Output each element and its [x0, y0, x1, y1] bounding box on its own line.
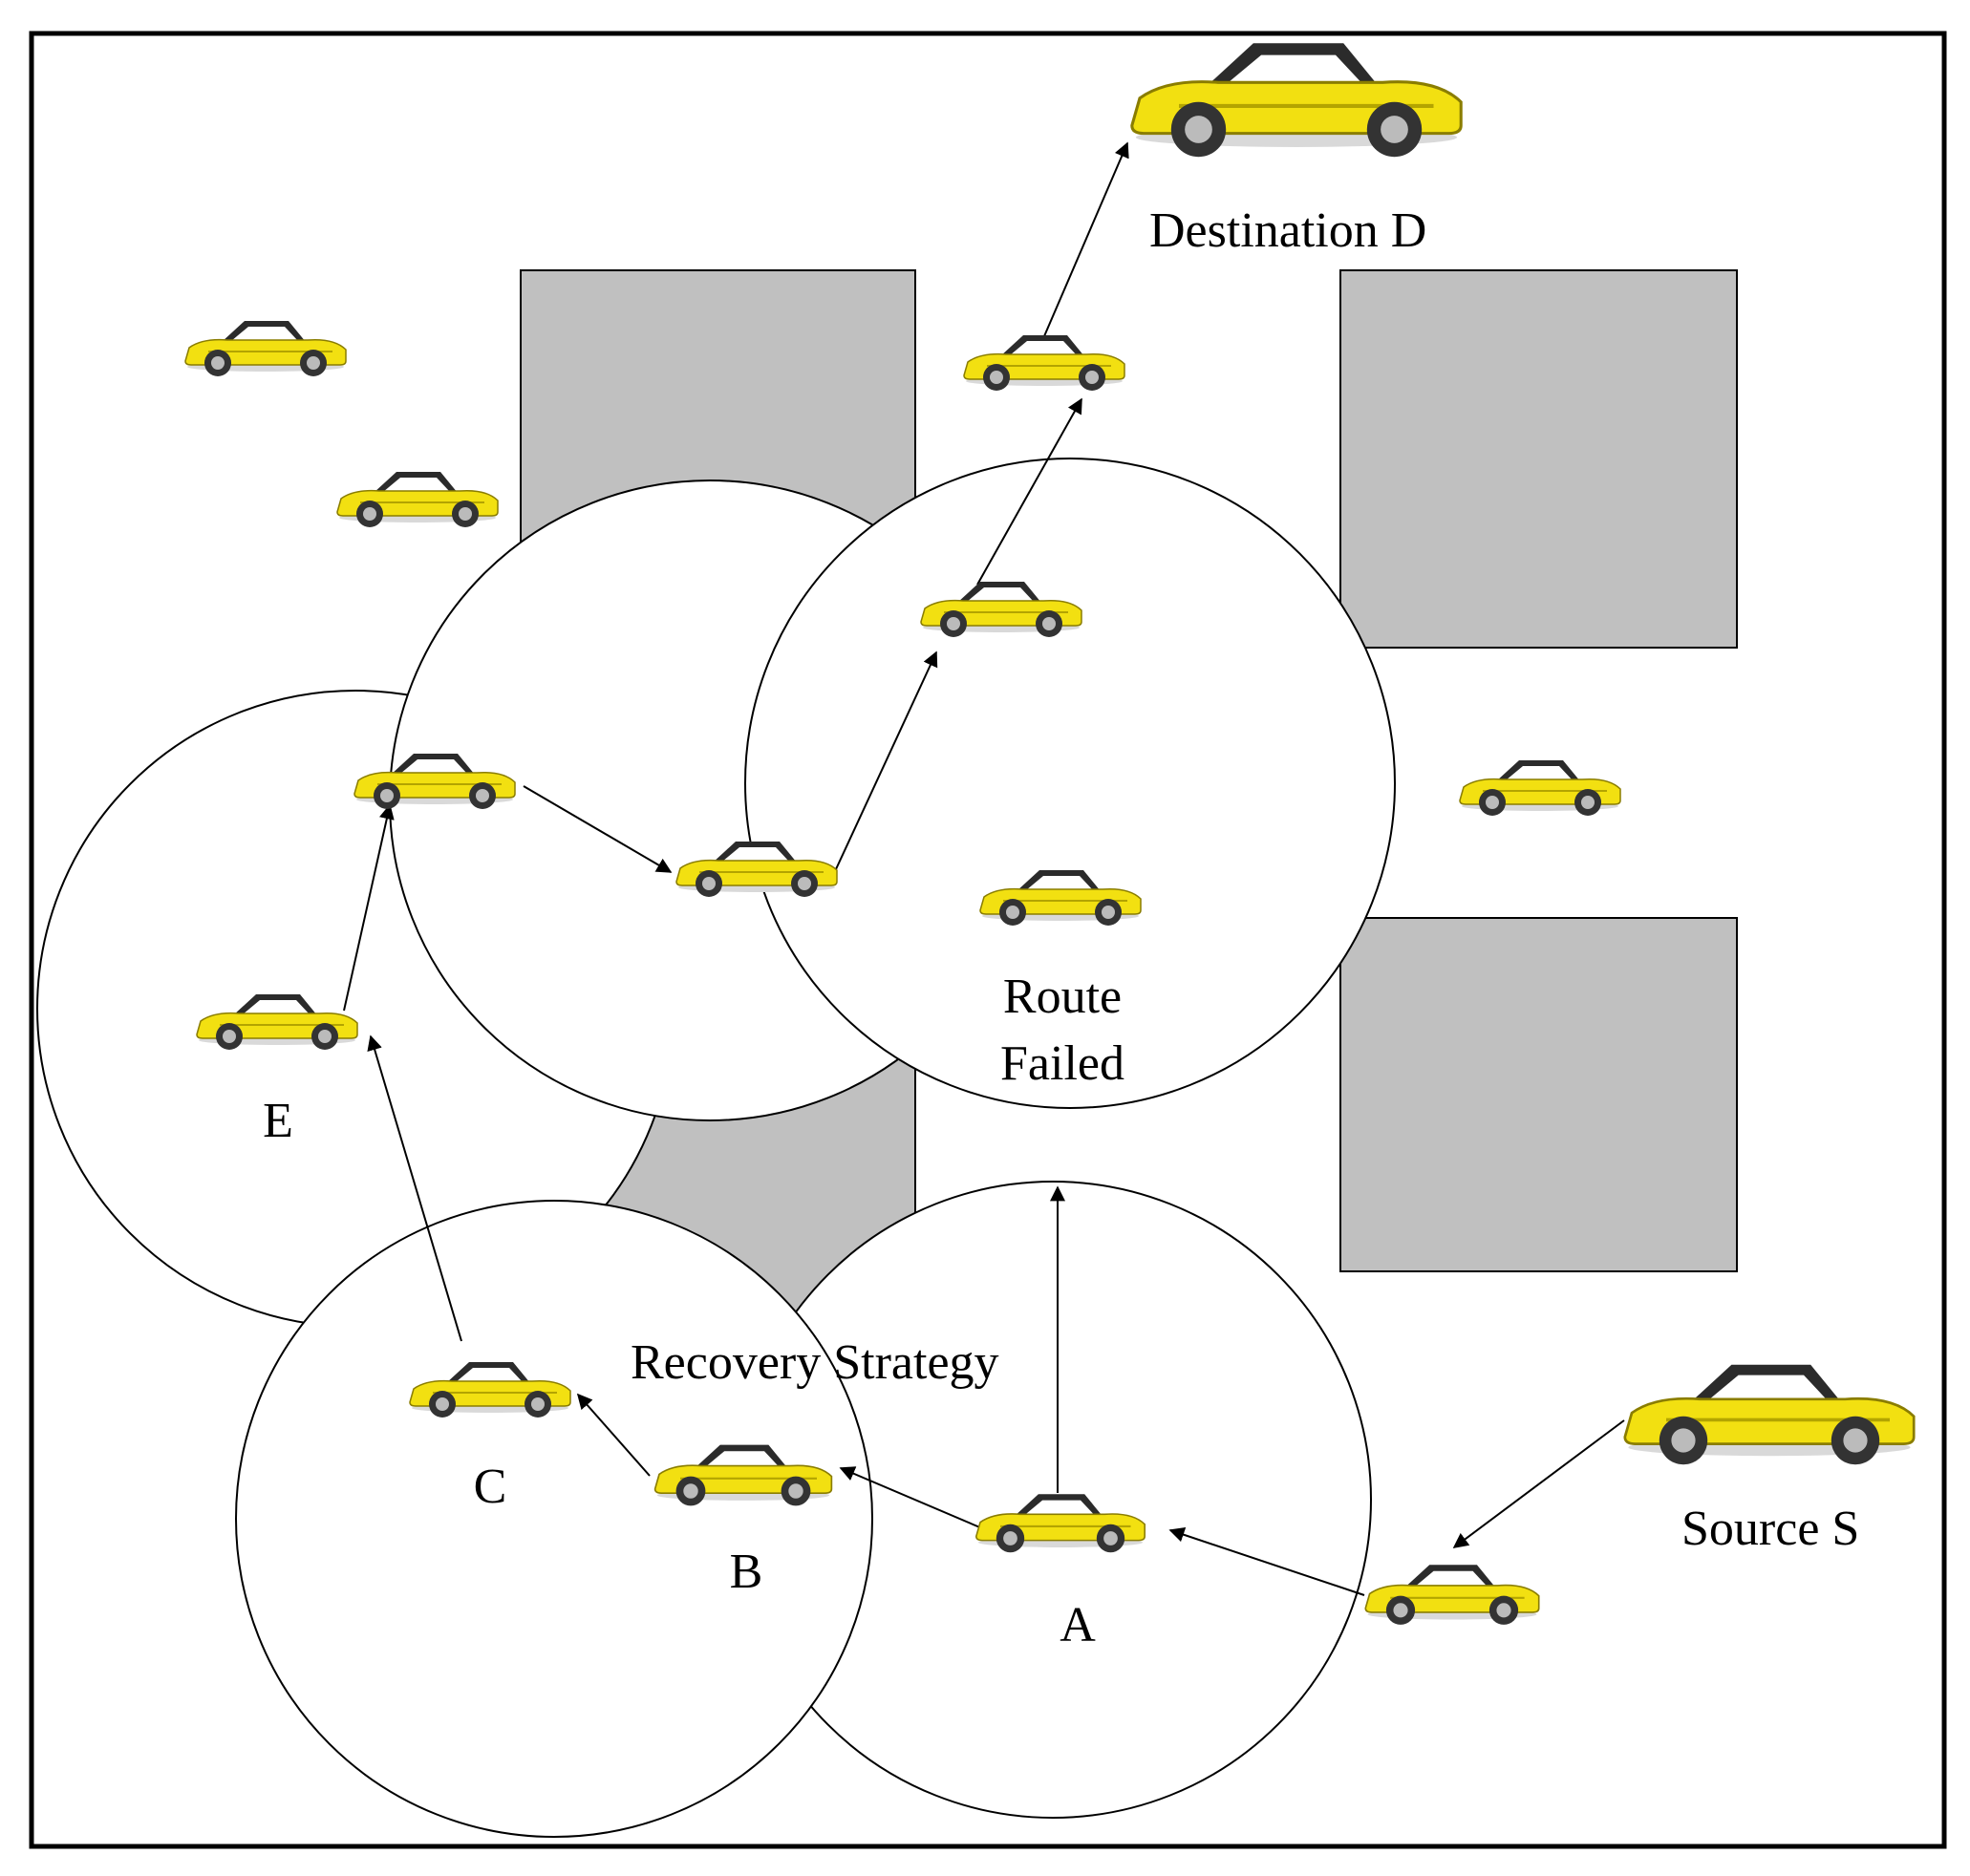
arrow-top-to-destination	[1043, 141, 1129, 337]
destination-label: Destination D	[1149, 203, 1426, 258]
arrow-c-to-e	[367, 1034, 462, 1342]
arrow-first-hop-to-a	[1168, 1526, 1365, 1596]
arrow-middle-to-right	[835, 650, 938, 870]
transmission-range-upper-right	[744, 458, 1396, 1109]
arrow-b-to-c	[576, 1393, 651, 1477]
node-c-label: C	[474, 1460, 507, 1514]
source-label: Source S	[1681, 1502, 1859, 1556]
node-b-label: B	[730, 1545, 763, 1599]
node-a-label: A	[1060, 1598, 1096, 1652]
node-e-label: E	[263, 1094, 293, 1148]
arrow-a-to-b	[839, 1466, 990, 1532]
route-failed-label: Route	[1003, 970, 1122, 1024]
building-block	[1339, 269, 1738, 649]
building-block	[1339, 917, 1738, 1272]
transmission-range-c	[235, 1200, 873, 1838]
recovery-strategy-label: Recovery Strategy	[631, 1335, 999, 1390]
arrow-e-to-upper	[343, 803, 395, 1012]
route-failed-label: Failed	[1000, 1036, 1124, 1091]
arrow-upper-to-middle	[523, 785, 673, 873]
arrow-right-to-top	[976, 397, 1082, 586]
arrow-source-to-first-hop	[1452, 1419, 1625, 1548]
